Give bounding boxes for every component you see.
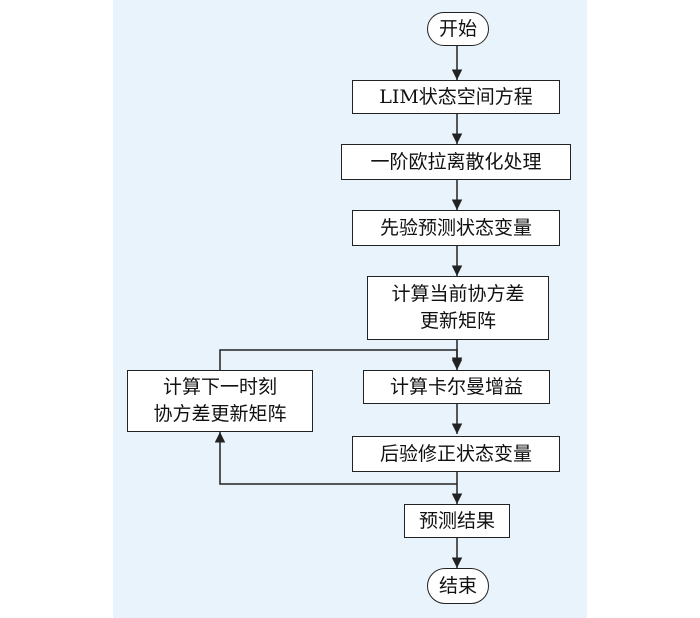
step-prior-state-prediction: 先验预测状态变量 bbox=[352, 210, 560, 246]
step-posterior-state-correction: 后验修正状态变量 bbox=[352, 436, 560, 472]
step-current-covariance-line-1: 计算当前协方差 bbox=[391, 283, 525, 305]
step-current-covariance-line-2: 更新矩阵 bbox=[419, 310, 496, 332]
step-prediction-result: 预测结果 bbox=[404, 504, 510, 538]
step-euler-discretization: 一阶欧拉离散化处理 bbox=[341, 144, 571, 180]
end-node: 结束 bbox=[427, 568, 489, 604]
side-step-line-1: 计算下一时刻 bbox=[162, 376, 277, 398]
side-step-line-2: 协方差更新矩阵 bbox=[153, 403, 287, 425]
side-step-next-covariance-update: 计算下一时刻 协方差更新矩阵 bbox=[127, 370, 313, 432]
step-current-covariance-update: 计算当前协方差 更新矩阵 bbox=[367, 276, 549, 340]
step-lim-state-space-equation: LIM状态空间方程 bbox=[352, 80, 560, 114]
start-node: 开始 bbox=[427, 12, 489, 46]
loop-arrow-back-to-gain bbox=[219, 349, 463, 370]
step-kalman-gain: 计算卡尔曼增益 bbox=[363, 370, 550, 404]
loop-arrow-to-side-step bbox=[214, 432, 457, 485]
